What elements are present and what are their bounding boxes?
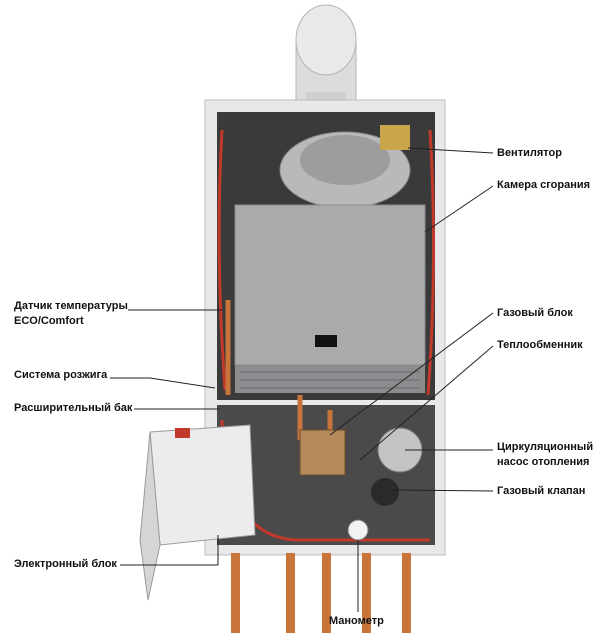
label-electronic-unit: Электронный блок bbox=[14, 558, 117, 570]
label-heat-exchanger: Теплообменник bbox=[497, 339, 583, 351]
label-combustion-chamber: Камера сгорания bbox=[497, 179, 591, 191]
connection-pipes bbox=[231, 553, 411, 633]
label-gas-block: Газовый блок bbox=[497, 307, 573, 319]
manometer-gauge bbox=[347, 519, 369, 541]
label-gas-valve: Газовый клапан bbox=[497, 485, 586, 497]
label-temp-sensor-2: ECO/Comfort bbox=[14, 315, 84, 327]
combustion-chamber bbox=[234, 204, 426, 393]
flue-pipe bbox=[295, 4, 357, 111]
label-fan: Вентилятор bbox=[497, 147, 562, 159]
label-manometer: Манометр bbox=[329, 615, 384, 627]
electronic-unit-box bbox=[139, 424, 256, 601]
gas-valve bbox=[371, 478, 399, 506]
label-pump-2: насос отопления bbox=[497, 456, 590, 468]
label-temp-sensor-1: Датчик температуры bbox=[14, 300, 128, 312]
label-ignition-system: Система розжига bbox=[14, 369, 108, 381]
label-pump-1: Циркуляционный bbox=[497, 441, 594, 453]
gas-block bbox=[299, 429, 346, 476]
label-expansion-tank: Расширительный бак bbox=[14, 402, 133, 414]
fan-unit bbox=[279, 125, 411, 209]
leader-lines bbox=[110, 147, 494, 612]
